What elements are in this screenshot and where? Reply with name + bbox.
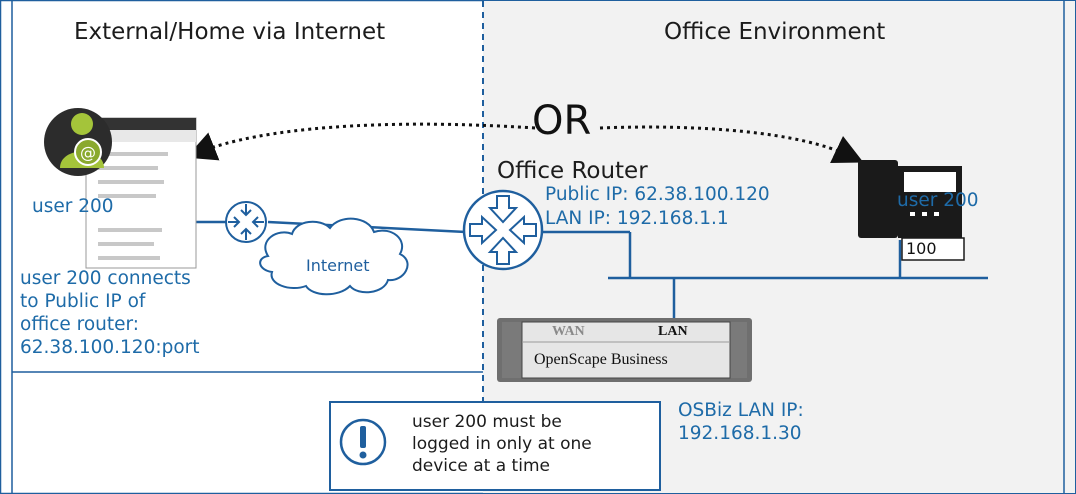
osbiz-name: OpenScape Business [534, 351, 668, 368]
osbiz-lan-label: LAN [658, 324, 688, 339]
osbiz-lan-ip: OSBiz LAN IP: 192.168.1.30 [678, 400, 804, 444]
external-region-title: External/Home via Internet [74, 19, 386, 45]
notice-text: user 200 must be logged in only at one d… [412, 412, 592, 477]
router-public-ip: Public IP: 62.38.100.120 [545, 184, 770, 205]
osbiz-server [497, 318, 752, 382]
desk-phone-icon [858, 160, 965, 261]
desk-phone-extension: 100 [906, 239, 937, 258]
office-router-icon [462, 189, 544, 271]
router-lan-ip: LAN IP: 192.168.1.1 [545, 208, 729, 229]
internet-router-icon [225, 201, 267, 243]
arrow-to-remote-user [186, 122, 536, 161]
internet-cloud-icon [259, 217, 409, 296]
softphone-client-screenshot [85, 117, 197, 269]
user-avatar-icon: @ [44, 108, 112, 176]
osbiz-wan-label: WAN [552, 324, 585, 339]
remote-user-label: user 200 [32, 196, 114, 217]
svg-text:@: @ [80, 143, 96, 162]
office-region-title: Office Environment [664, 19, 886, 45]
desk-phone-user-label: user 200 [897, 190, 979, 211]
or-label: OR [532, 98, 592, 144]
arrow-to-desk-phone [599, 125, 864, 164]
internet-label: Internet [306, 256, 370, 275]
exclamation-circle-icon [339, 418, 387, 466]
remote-user-note: user 200 connects to Public IP of office… [20, 268, 200, 358]
office-router-title: Office Router [497, 158, 648, 184]
